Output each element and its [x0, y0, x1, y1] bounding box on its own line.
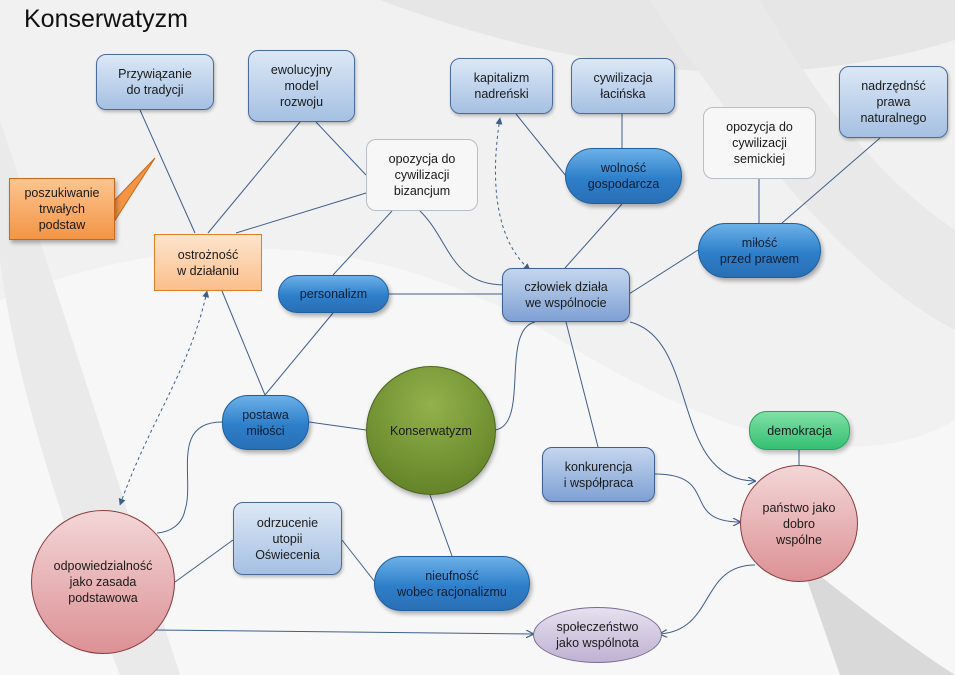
node-postawa-milosci[interactable]: postawa miłości: [222, 395, 309, 450]
edge-odrzucenie-nieufnosc: [341, 539, 376, 583]
node-ewolucyjny-model-rozwoju[interactable]: ewolucyjny model rozwoju: [248, 50, 355, 122]
node-spoleczenstwo-jako-wspolnota[interactable]: społeczeństwo jako wspólnota: [533, 607, 662, 663]
node-czlowiek-dziala-we-wspolnocie[interactable]: człowiek działa we wspólnocie: [502, 268, 630, 322]
edge-czlowiek-panstwo: [629, 321, 755, 481]
edge-czlowiek-center: [494, 321, 536, 431]
node-nadrzednosc-prawa-naturalnego[interactable]: nadrzędnść prawa naturalnego: [839, 66, 948, 138]
callout-pointer: [109, 157, 156, 227]
node-milosc-przed-prawem[interactable]: miłość przed prawem: [698, 223, 821, 278]
edge-dashed-kapitalizm-czlowiek: [494, 117, 531, 271]
node-kapitalizm-nadrenski[interactable]: kapitalizm nadreński: [450, 58, 553, 114]
edge-bizancjum-czlowiek: [419, 210, 506, 286]
edge-konkurencja-panstwo: [654, 473, 740, 522]
edge-dashed-ostroznosc-odpowiedzialnosc: [118, 290, 210, 506]
node-odpowiedzialnosc-jako-zasada[interactable]: odpowiedzialność jako zasada podstawowa: [31, 510, 175, 654]
edge-personalizm-postawa: [264, 312, 334, 396]
node-opozycja-semickiej[interactable]: opozycja do cywilizacji semickiej: [703, 107, 816, 179]
edge-czlowiek-konkurencja: [565, 321, 599, 448]
node-opozycja-bizancjum[interactable]: opozycja do cywilizacji bizancjum: [366, 139, 478, 211]
edge-ewolucyjny-ostroznosc: [207, 121, 301, 234]
node-nieufnosc-wobec-racjonalizmu[interactable]: nieufność wobec racjonalizmu: [374, 556, 530, 611]
edge-ewolucyjny-bizancjum: [315, 121, 367, 176]
edge-przywiazanie-ostroznosc: [139, 109, 196, 234]
callout-poszukiwanie-trwalych-podstaw[interactable]: poszukiwanie trwałych podstaw: [9, 178, 115, 240]
node-odrzucenie-utopii-oswiecenia[interactable]: odrzucenie utopii Oświecenia: [233, 502, 342, 575]
edge-wolnosc-czlowiek: [564, 203, 623, 269]
node-ostroznosc-w-dzialaniu[interactable]: ostrożność w działaniu: [154, 234, 262, 291]
node-panstwo-jako-dobro-wspolne[interactable]: państwo jako dobro wspólne: [740, 465, 858, 582]
node-wolnosc-gospodarcza[interactable]: wolność gospodarcza: [565, 148, 682, 204]
node-personalizm[interactable]: personalizm: [278, 275, 389, 313]
node-demokracja[interactable]: demokracja: [749, 411, 850, 450]
edge-bizancjum-personalizm: [332, 210, 393, 276]
edge-kapitalizm-wolnosc: [515, 113, 567, 177]
edge-milosc-czlowiek: [628, 249, 699, 295]
edge-postawa-center: [308, 421, 367, 431]
node-przywiazanie-do-tradycji[interactable]: Przywiązanie do tradycji: [96, 54, 214, 110]
edge-center-nieufnosc: [429, 494, 453, 557]
edge-nadrzednosc-milosc: [781, 137, 881, 224]
edge-odpowiedzialnosc-spoleczenstwo: [154, 629, 533, 634]
edge-ostroznosc-postawa: [221, 290, 266, 396]
edge-postawa-odpowiedzialnosc: [156, 421, 223, 534]
page-title: Konserwatyzm: [24, 5, 188, 33]
node-center-konserwatyzm[interactable]: Konserwatyzm: [366, 366, 496, 495]
node-cywilizacja-lacinska[interactable]: cywilizacja łacińska: [571, 58, 675, 114]
edge-bizancjum-ostroznosc: [235, 192, 367, 234]
node-konkurencja-i-wspolpraca[interactable]: konkurencja i współpraca: [542, 447, 655, 502]
edge-odrzucenie-odpowiedzialnosc: [174, 539, 234, 583]
edge-panstwo-spoleczenstwo: [660, 564, 756, 634]
